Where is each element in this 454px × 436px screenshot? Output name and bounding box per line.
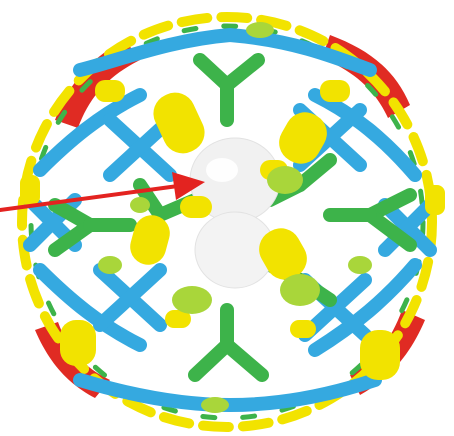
outer-rim-ring [17,12,437,432]
yellow-connectors [20,80,445,380]
center-hub [189,137,281,289]
blue-x-joint-right-edge [378,198,437,257]
blue-x-joint-lower-left [93,263,167,332]
green-y-joint-top [193,53,265,127]
lime-bulbs [98,22,372,413]
green-y-joint-bottom [188,303,269,382]
blue-struts [33,27,422,413]
green-y-joint-right [323,188,417,252]
red-arrow-annotation [0,172,205,212]
green-y-joint-left [48,198,137,257]
